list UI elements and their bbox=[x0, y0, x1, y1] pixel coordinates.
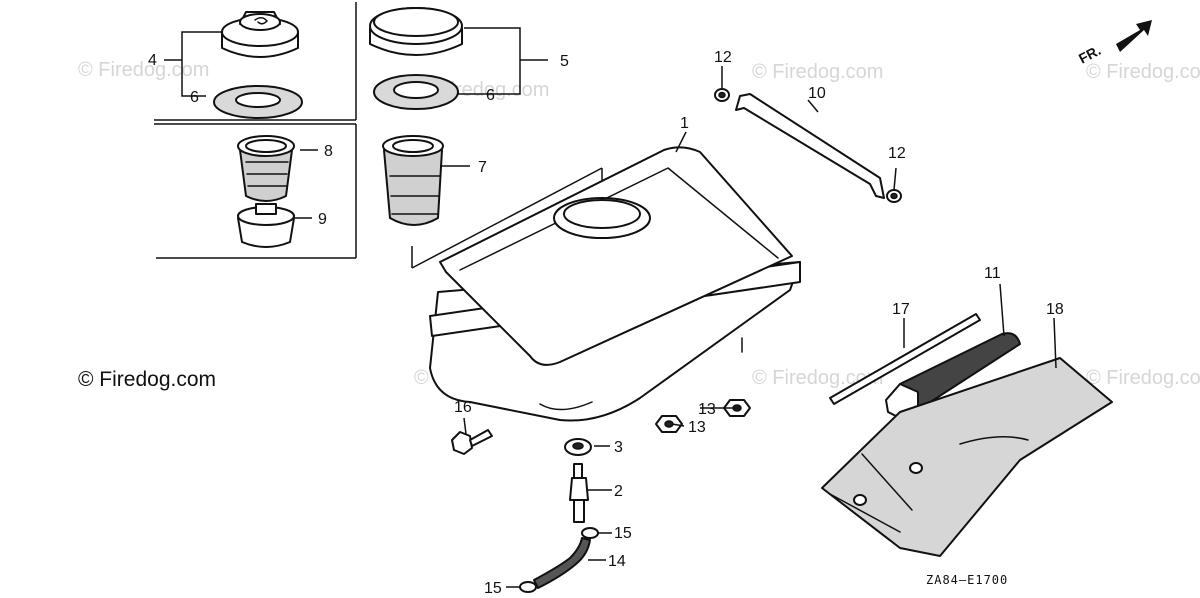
callout-12-top: 12 bbox=[714, 49, 732, 66]
callout-13-left: 13 bbox=[688, 419, 706, 436]
callout-6: 6 bbox=[486, 87, 495, 104]
nut-13-left[interactable] bbox=[655, 415, 683, 433]
callout-5: 5 bbox=[560, 53, 569, 70]
callout-8: 8 bbox=[324, 143, 333, 160]
clip-15-upper[interactable] bbox=[581, 527, 599, 539]
clip-15-lower[interactable] bbox=[519, 581, 537, 593]
fuel-filler-cap-inset[interactable] bbox=[221, 11, 299, 58]
inset-frame bbox=[154, 2, 357, 259]
callout-1: 1 bbox=[680, 115, 689, 132]
watermark-3: © Firedog.com bbox=[752, 61, 883, 83]
cap-gasket-inset[interactable] bbox=[213, 85, 303, 119]
callout-16: 16 bbox=[454, 399, 472, 416]
callout-15-lower: 15 bbox=[484, 580, 502, 597]
leader-lines bbox=[164, 27, 1057, 588]
callout-7: 7 bbox=[478, 159, 487, 176]
callout-17: 17 bbox=[892, 301, 910, 318]
callout-18: 18 bbox=[1046, 301, 1064, 318]
watermark-6: © Firedog.com bbox=[752, 367, 883, 389]
bolt-16[interactable] bbox=[451, 429, 493, 455]
callout-15-upper: 15 bbox=[614, 525, 632, 542]
callout-10: 10 bbox=[808, 85, 826, 102]
cap-gasket[interactable] bbox=[373, 74, 459, 110]
callouts: 4 6 8 9 5 6 7 1 12 10 12 11 17 18 13 13 … bbox=[148, 49, 1064, 597]
washer-12-top[interactable] bbox=[714, 88, 730, 102]
fuel-filter-7[interactable] bbox=[382, 135, 444, 226]
fuel-filler-cap[interactable] bbox=[369, 7, 463, 56]
callout-12-right: 12 bbox=[888, 145, 906, 162]
rod-17[interactable] bbox=[829, 313, 981, 405]
tool-bag-18[interactable] bbox=[821, 357, 1113, 557]
callout-6-inset: 6 bbox=[190, 89, 199, 106]
tank-band-10[interactable] bbox=[735, 93, 885, 199]
washer-3[interactable] bbox=[564, 438, 592, 456]
watermark-1: © Firedog.com bbox=[78, 59, 209, 81]
callout-11: 11 bbox=[984, 265, 1001, 282]
fuel-tube-14[interactable] bbox=[533, 537, 591, 589]
watermark-4: © Firedog.com bbox=[1086, 61, 1200, 83]
callout-2: 2 bbox=[614, 483, 623, 500]
callout-3: 3 bbox=[614, 439, 623, 456]
callout-13-right: 13 bbox=[698, 401, 716, 418]
front-direction-indicator: FR. bbox=[1076, 20, 1152, 67]
watermark-7: © Firedog.com bbox=[1086, 367, 1200, 389]
fuel-tank[interactable] bbox=[429, 146, 801, 422]
arrow-icon bbox=[1116, 20, 1152, 52]
figure-code: ZA84–E1700 bbox=[926, 573, 1008, 587]
callout-9: 9 bbox=[318, 211, 327, 228]
callout-4: 4 bbox=[148, 52, 157, 69]
copyright-text: © Firedog.com bbox=[78, 368, 216, 391]
strainer-8[interactable] bbox=[237, 135, 295, 202]
strainer-collar-9[interactable] bbox=[237, 203, 295, 248]
callout-14: 14 bbox=[608, 553, 626, 570]
washer-12-right[interactable] bbox=[886, 189, 902, 203]
fuel-joint-2[interactable] bbox=[569, 463, 589, 523]
